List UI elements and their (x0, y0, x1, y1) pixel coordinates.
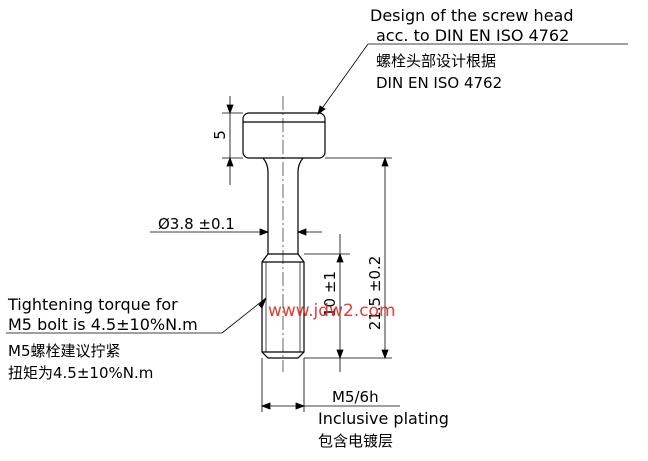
plating-note-en: Inclusive plating (318, 409, 449, 428)
watermark: www.jdw2.com (268, 301, 396, 321)
dim-total-length (325, 156, 392, 360)
torque-note-en-1: Tightening torque for (7, 295, 178, 314)
thread-body (261, 253, 305, 359)
thread-minor-lines (265, 262, 301, 352)
dim-head-height (222, 96, 243, 185)
head-note-cn-2: DIN EN ISO 4762 (376, 74, 502, 92)
leader-torque-note (6, 297, 267, 334)
total-length-label: 21.5 ±0.2 (366, 256, 384, 331)
thread-spec-label: M5/6h (332, 388, 379, 406)
head-note-cn-1: 螺栓头部设计根据 (376, 52, 496, 70)
screw-head (242, 112, 326, 159)
head-note-en-2: acc. to DIN EN ISO 4762 (376, 26, 569, 45)
dim-shank-diameter (150, 228, 322, 236)
head-note-en-1: Design of the screw head (370, 6, 574, 25)
thread-length-label: 10 ±1 (321, 271, 339, 317)
dim-thread-length (304, 234, 350, 372)
torque-note-en-2: M5 bolt is 4.5±10%N.m (8, 315, 198, 334)
screw-outline (242, 112, 326, 359)
screw-neck (262, 157, 304, 254)
dim-thread-spec (260, 358, 400, 412)
head-height-label: 5 (211, 130, 229, 140)
torque-note-cn-1: M5螺栓建议拧紧 (8, 342, 121, 360)
leader-head-note (317, 43, 628, 115)
plating-note-cn: 包含电镀层 (318, 432, 393, 450)
torque-note-cn-2: 扭矩为4.5±10%N.m (8, 364, 153, 382)
shank-diameter-label: Ø3.8 ±0.1 (158, 215, 235, 233)
